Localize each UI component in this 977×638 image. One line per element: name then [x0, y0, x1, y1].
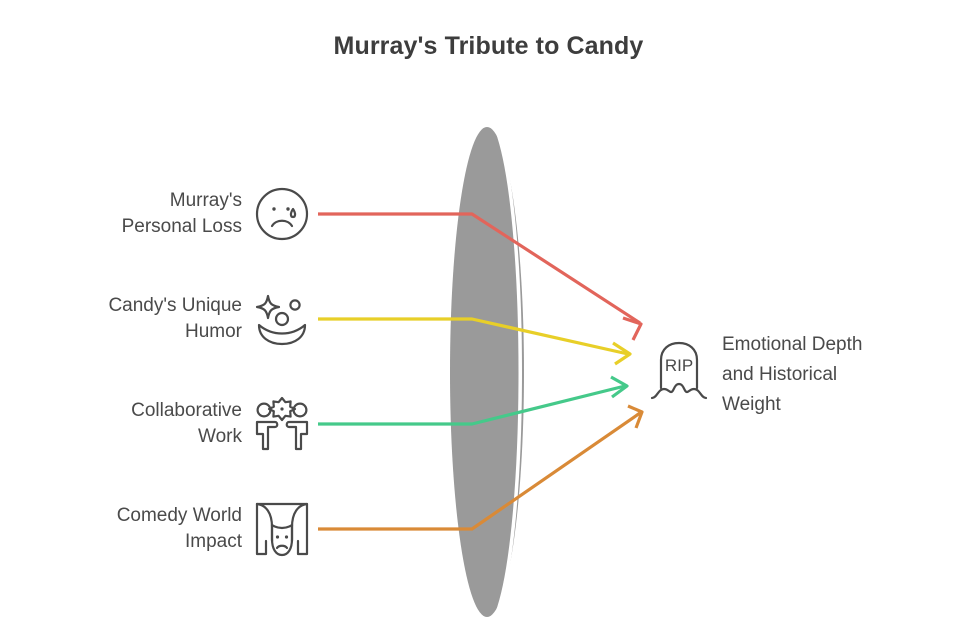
svg-text:RIP: RIP: [665, 356, 693, 375]
sparkle-smile-icon: [254, 291, 310, 347]
input-item-murrays-personal-loss[interactable]: Murray's Personal Loss: [40, 186, 310, 242]
center-lens-shape: [450, 127, 531, 617]
output-label-emotional-depth: Emotional Depth and Historical Weight: [722, 334, 863, 416]
sad-crying-face-icon: [254, 186, 310, 242]
input-label-murrays-personal-loss: Murray's Personal Loss: [121, 189, 242, 237]
page-title: Murray's Tribute to Candy: [333, 32, 644, 60]
output-item-emotional-depth[interactable]: RIP Emotional Depth and Historical Weigh…: [650, 330, 862, 420]
theater-curtain-mask-icon: [254, 501, 310, 557]
tombstone-rip-icon: RIP: [650, 340, 708, 402]
input-label-collaborative-work: Collaborative Work: [131, 399, 242, 447]
connector-candys-unique-humor: [318, 317, 632, 366]
connector-murrays-personal-loss: [318, 212, 643, 341]
input-label-comedy-world-impact: Comedy World Impact: [116, 504, 242, 552]
connector-comedy-world-impact: [318, 404, 644, 531]
input-item-collaborative-work[interactable]: Collaborative Work: [40, 396, 310, 452]
input-item-comedy-world-impact[interactable]: Comedy World Impact: [40, 501, 310, 557]
input-item-candys-unique-humor[interactable]: Candy's Unique Humor: [40, 291, 310, 347]
connector-collaborative-work: [318, 375, 629, 426]
input-label-candys-unique-humor: Candy's Unique Humor: [108, 294, 242, 342]
two-people-gear-icon: [254, 396, 310, 452]
